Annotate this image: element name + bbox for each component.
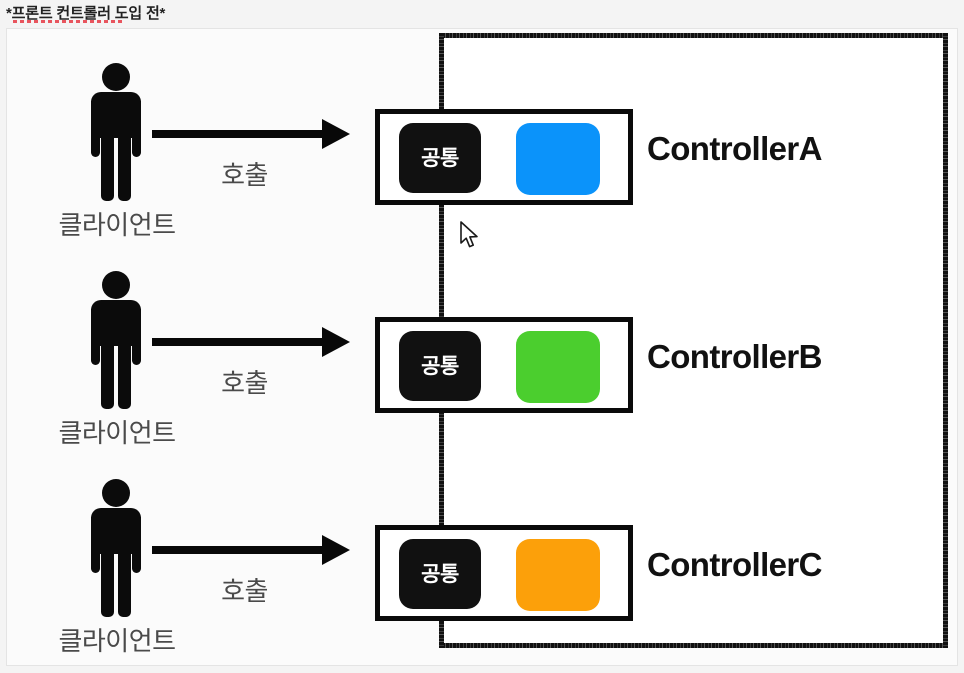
- call-arrow: 호출: [152, 107, 367, 207]
- controller-box-a[interactable]: 공통: [375, 109, 633, 205]
- person-right-arm-icon: [132, 309, 141, 365]
- client-actor: 클라이언트: [37, 63, 197, 253]
- person-right-arm-icon: [132, 101, 141, 157]
- scope-box-top-edge: [439, 33, 948, 38]
- common-logic-label: 공통: [421, 562, 459, 586]
- flow-row-controller-a: 클라이언트 호출 공통 ControllerA: [7, 57, 957, 257]
- person-left-arm-icon: [91, 101, 100, 157]
- person-right-leg-icon: [118, 129, 131, 201]
- arrow-head-icon: [322, 327, 350, 357]
- call-arrow: 호출: [152, 315, 367, 415]
- person-icon: [71, 63, 161, 201]
- common-logic-chip-a: 공통: [399, 123, 481, 193]
- person-left-arm-icon: [91, 517, 100, 573]
- spellcheck-underline: [13, 20, 125, 23]
- arrow-line-icon: [152, 130, 327, 138]
- diagram-canvas: 클라이언트 호출 공통 ControllerA: [6, 28, 958, 666]
- person-icon: [71, 479, 161, 617]
- client-label: 클라이언트: [58, 418, 176, 448]
- common-logic-chip-b: 공통: [399, 331, 481, 401]
- controller-logic-chip-b: [516, 331, 600, 403]
- call-arrow-label: 호출: [221, 160, 268, 190]
- call-arrow: 호출: [152, 523, 367, 623]
- arrow-head-icon: [322, 119, 350, 149]
- client-label: 클라이언트: [58, 626, 176, 656]
- controller-name-a: ControllerA: [647, 130, 823, 167]
- controller-name-c: ControllerC: [647, 546, 823, 583]
- title-bar: *프론트 컨트롤러 도입 전*: [0, 0, 964, 26]
- page-title: *프론트 컨트롤러 도입 전*: [6, 5, 166, 22]
- arrow-head-icon: [322, 535, 350, 565]
- person-head-icon: [102, 479, 130, 507]
- client-actor: 클라이언트: [37, 271, 197, 461]
- person-head-icon: [102, 63, 130, 91]
- flow-row-controller-c: 클라이언트 호출 공통 ControllerC: [7, 473, 957, 665]
- common-logic-label: 공통: [421, 354, 459, 378]
- client-label: 클라이언트: [58, 210, 176, 240]
- controller-box-b[interactable]: 공통: [375, 317, 633, 413]
- call-arrow-label: 호출: [221, 576, 268, 606]
- call-arrow-label: 호출: [221, 368, 268, 398]
- person-left-leg-icon: [101, 337, 114, 409]
- person-right-leg-icon: [118, 337, 131, 409]
- client-actor: 클라이언트: [37, 479, 197, 665]
- controller-name-b: ControllerB: [647, 338, 823, 375]
- person-right-arm-icon: [132, 517, 141, 573]
- controller-logic-chip-a: [516, 123, 600, 195]
- person-right-leg-icon: [118, 545, 131, 617]
- person-left-leg-icon: [101, 129, 114, 201]
- person-left-leg-icon: [101, 545, 114, 617]
- person-head-icon: [102, 271, 130, 299]
- person-icon: [71, 271, 161, 409]
- controller-box-c[interactable]: 공통: [375, 525, 633, 621]
- mouse-cursor: [460, 221, 482, 251]
- arrow-line-icon: [152, 338, 327, 346]
- scope-box-bottom-edge: [439, 643, 948, 648]
- common-logic-label: 공통: [421, 146, 459, 170]
- flow-row-controller-b: 클라이언트 호출 공통 ControllerB: [7, 265, 957, 465]
- arrow-line-icon: [152, 546, 327, 554]
- common-logic-chip-c: 공통: [399, 539, 481, 609]
- person-left-arm-icon: [91, 309, 100, 365]
- controller-logic-chip-c: [516, 539, 600, 611]
- scope-box-right-edge: [943, 33, 948, 648]
